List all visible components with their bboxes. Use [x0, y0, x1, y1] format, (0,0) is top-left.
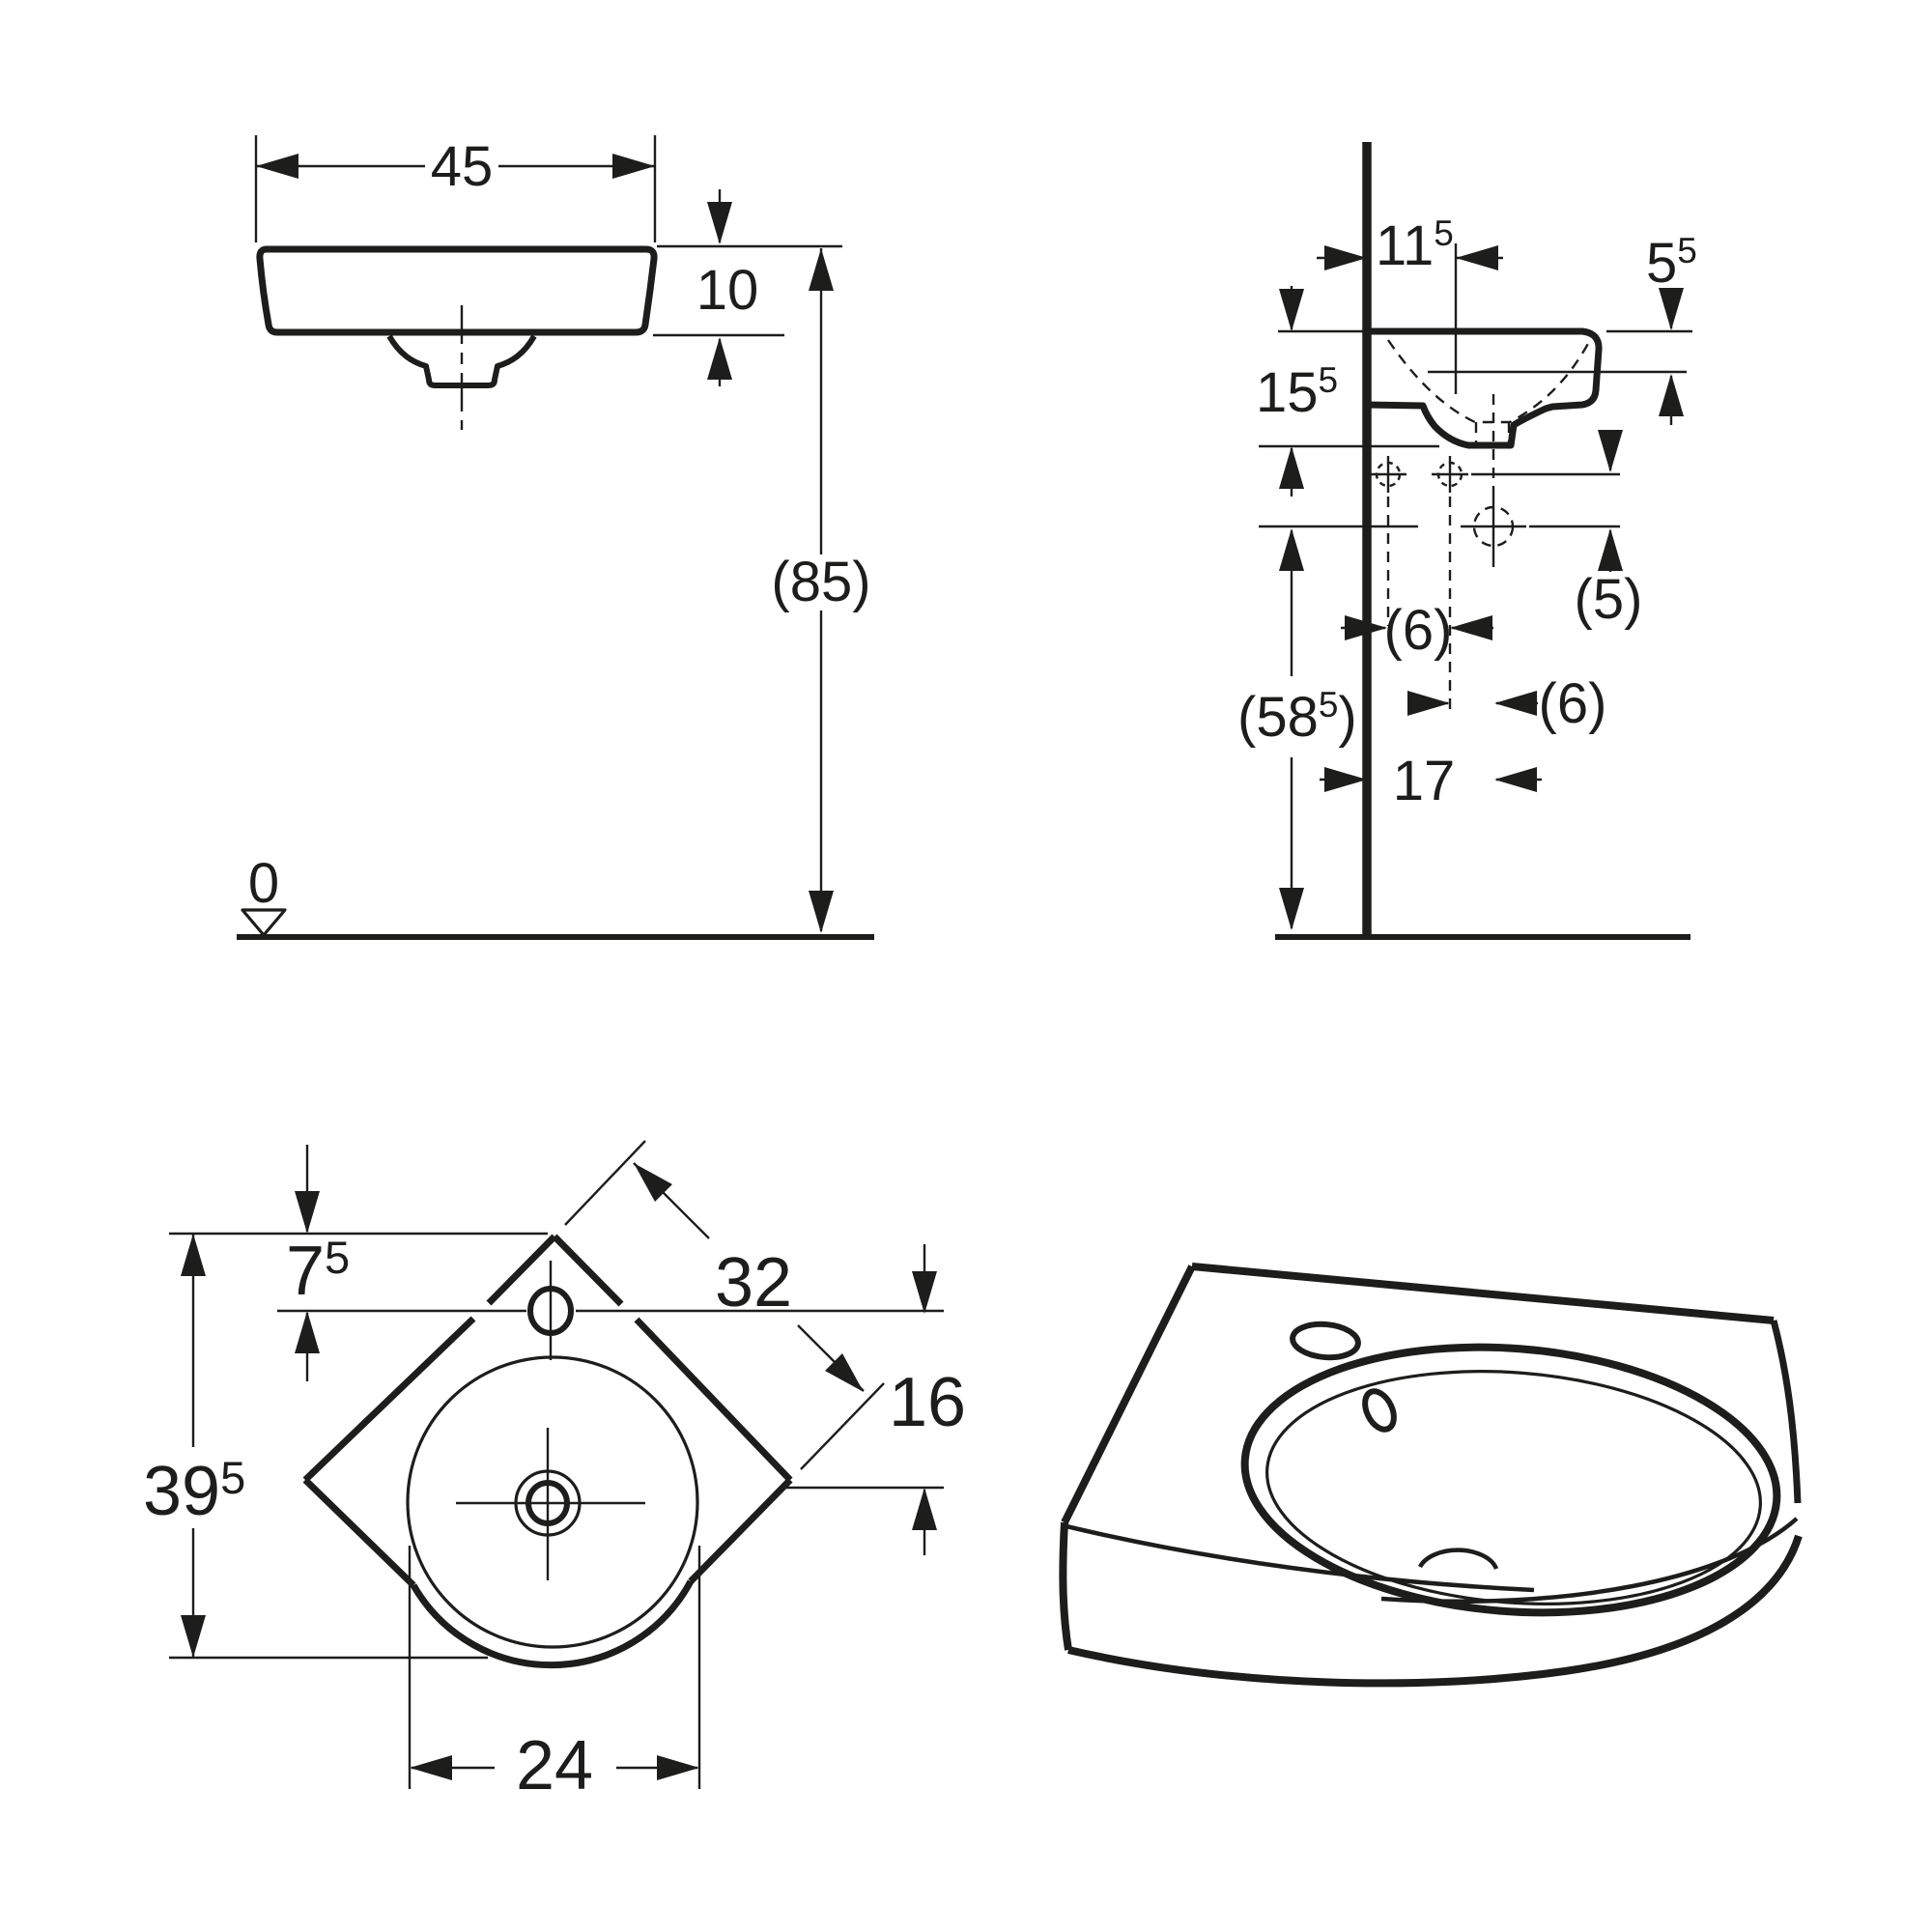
- datum-label: 0: [248, 852, 279, 915]
- dim-label-outlet-height: (585): [1237, 685, 1357, 749]
- basin-side-outline: [1366, 327, 1603, 449]
- arrow-down-icon: [1598, 430, 1623, 472]
- deck-left-rear-edge: [1061, 1264, 1196, 1524]
- outlet-pipe: [1461, 394, 1526, 567]
- basin-front-outline: [256, 245, 658, 336]
- drain-iso: [1418, 1548, 1499, 1570]
- dim-front-install-height: (85): [771, 248, 871, 933]
- dim-front-rim-height: 10: [653, 189, 842, 386]
- arrow-up-icon: [1598, 528, 1623, 571]
- arrow-up-icon: [181, 1234, 206, 1276]
- dim-basin-height: 155: [1256, 286, 1439, 497]
- dim-wall-to-tap: 115: [1317, 213, 1503, 277]
- arrow-right-icon: [1324, 767, 1367, 792]
- arrow-down-right-icon: [825, 1353, 864, 1392]
- dim-bolt-to-outlet: (6): [1407, 672, 1606, 735]
- deck-right-edge: [1770, 1320, 1802, 1504]
- dim-bowl-diameter: 24: [408, 1546, 701, 1804]
- arrow-left-icon: [1494, 691, 1537, 716]
- perspective-view: [1059, 1263, 1803, 1688]
- edge-upper-left: [486, 1234, 557, 1306]
- arrow-up-icon: [912, 1488, 937, 1530]
- dim-label-install-height: (85): [771, 551, 870, 613]
- arrow-up-icon: [295, 1311, 320, 1353]
- dim-outlet-height: (585): [1237, 525, 1418, 930]
- deck-front-edge: [1065, 1523, 1535, 1593]
- arrow-left-icon: [256, 154, 298, 179]
- overflow-hole-iso: [1362, 1388, 1397, 1433]
- arrow-down-icon: [912, 1271, 937, 1314]
- side-section-view: 115 55 155: [1237, 142, 1697, 940]
- bowl-rim-outer: [1240, 1343, 1781, 1617]
- edge-upper-right-2: [634, 1317, 793, 1483]
- arrow-down-icon: [295, 1191, 320, 1234]
- dim-rim-to-tap-drop: 55: [1428, 231, 1697, 425]
- edge-upper-right: [552, 1234, 624, 1307]
- arrow-left-icon: [1450, 615, 1492, 640]
- arrow-down-icon: [1279, 289, 1304, 331]
- dim-label-edge-length: 32: [715, 1244, 792, 1321]
- dim-label-total-depth: 395: [143, 1452, 245, 1530]
- arrow-down-icon: [181, 1615, 206, 1658]
- arrow-up-left-icon: [634, 1163, 672, 1202]
- dim-total-depth: 395: [143, 1234, 245, 1658]
- fixing-bolt-2: [1432, 456, 1468, 717]
- dim-tap-to-side-corner: 16: [889, 1244, 966, 1555]
- arrow-left-icon: [1456, 245, 1498, 270]
- fixing-bolt-1: [1370, 456, 1406, 626]
- dim-bolt-spacing: (6): [1341, 599, 1493, 662]
- edge-upper-left-2: [302, 1316, 476, 1483]
- arrow-up-icon: [1659, 374, 1684, 416]
- dim-bolt-to-outlet-drop: (5): [1471, 430, 1642, 631]
- arrow-right-icon: [657, 1755, 699, 1780]
- dim-label-bolt-to-outlet: (6): [1539, 672, 1607, 735]
- body-bottom-sweep: [1067, 1534, 1803, 1688]
- arrow-right-icon: [1345, 615, 1387, 640]
- dim-label-wall-to-tap: 115: [1376, 213, 1454, 277]
- plan-view: 75 395 32 16: [143, 1140, 966, 1804]
- tap-hole-iso: [1290, 1321, 1361, 1361]
- arrow-up-icon: [1279, 528, 1304, 571]
- dim-corner-to-tap: 75: [286, 1145, 350, 1381]
- dim-label-bowl-diameter: 24: [516, 1727, 593, 1804]
- front-round-edge: [410, 1579, 695, 1669]
- arrow-down-icon: [1279, 888, 1304, 930]
- dim-label-bolt-to-outlet-drop: (5): [1575, 568, 1643, 631]
- bowl-rim-inner: [1265, 1370, 1762, 1605]
- arrow-right-icon: [1324, 245, 1367, 270]
- arrow-left-icon: [1494, 767, 1537, 792]
- dim-label-corner-to-tap: 75: [286, 1232, 350, 1310]
- dim-wall-to-outlet: 17: [1320, 750, 1542, 812]
- arrow-down-icon: [707, 202, 732, 244]
- deck-rear-edge: [1191, 1263, 1775, 1324]
- arrow-up-icon: [809, 248, 834, 291]
- dim-label-rim-to-tap-drop: 55: [1646, 231, 1697, 295]
- arrow-down-icon: [809, 891, 834, 933]
- arrow-down-icon: [1659, 288, 1684, 330]
- arrow-right-icon: [612, 154, 655, 179]
- datum-triangle-icon: [241, 908, 287, 937]
- dim-label-wall-to-outlet: 17: [1393, 750, 1456, 812]
- dim-label-width: 45: [431, 135, 494, 198]
- dim-front-width: 45: [254, 135, 657, 242]
- floor-datum: 0: [241, 852, 287, 937]
- dim-label-rim-height: 10: [696, 259, 759, 322]
- body-left-edge: [1059, 1521, 1072, 1651]
- bowl-hidden-line: [1387, 339, 1592, 424]
- dim-label-bolt-spacing: (6): [1384, 599, 1453, 662]
- edge-lower-left: [302, 1477, 416, 1588]
- arrow-right-icon: [1407, 691, 1450, 716]
- dim-edge-length: 32: [564, 1140, 885, 1470]
- dim-label-basin-height: 155: [1256, 360, 1338, 424]
- arrow-up-icon: [1279, 446, 1304, 489]
- arrow-up-icon: [707, 337, 732, 380]
- bowl-rim-plan: [406, 1355, 699, 1649]
- dim-label-tap-to-side-corner: 16: [889, 1364, 966, 1441]
- arrow-left-icon: [410, 1755, 452, 1780]
- front-elevation-view: 45 10 (85) 0: [237, 135, 874, 940]
- edge-lower-right: [688, 1477, 793, 1584]
